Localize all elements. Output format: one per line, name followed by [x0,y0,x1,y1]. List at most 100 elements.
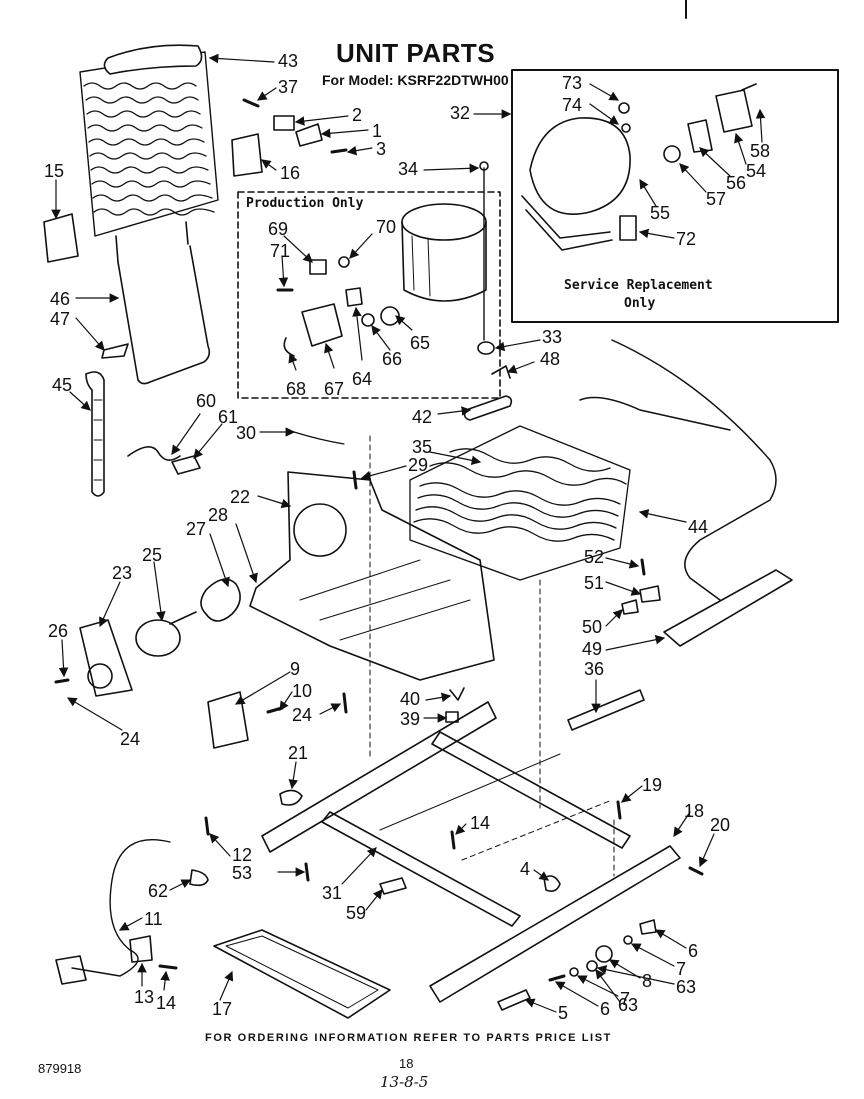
callout-7-top: 7 [676,959,687,979]
part-21 [279,789,303,806]
callout-11: 11 [144,909,163,929]
callout-8: 8 [642,971,653,991]
callout-54: 54 [746,161,767,181]
callout-53: 53 [232,863,253,883]
callout-62: 62 [148,881,169,901]
tube-44-part [611,339,777,601]
service-replacement-label: Service Replacement [564,278,713,293]
part-63 [586,960,598,972]
pin-34-part [479,161,489,171]
callout-66: 66 [382,349,403,369]
clip-68-part [283,337,295,357]
fan-motor-25-part [135,611,197,657]
bracket-23-part [79,619,133,697]
callout-17: 17 [212,999,233,1019]
power-cord-11-part [71,838,171,977]
callout-58: 58 [750,141,771,161]
strip-45-part [85,371,105,497]
callout-15: 15 [44,161,65,181]
screw-29-part [352,470,358,490]
callout-48: 48 [540,349,561,369]
clamp-13-part [129,935,153,963]
callout-49: 49 [582,639,603,659]
callout-52: 52 [584,547,605,567]
callout-7-bottom: 7 [620,989,631,1009]
callout-60: 60 [196,391,217,411]
screw-53-part [304,862,310,882]
drier-42-part [463,395,513,421]
callout-56: 56 [726,173,747,193]
page-title: UNIT PARTS [336,38,496,68]
frame-22-part [249,471,495,681]
callout-55: 55 [650,203,671,223]
callout-13: 13 [134,987,155,1007]
callout-35: 35 [412,437,433,457]
callout-9: 9 [290,659,301,679]
relay-67-part [301,303,343,347]
callout-21: 21 [288,743,309,763]
part-6b [548,974,566,982]
part-51 [639,585,661,603]
tray-17-part [213,929,391,1019]
pad-16-part [231,133,263,177]
base-rails-31-part [261,701,631,927]
part-58 [741,83,757,91]
screw-52-part [640,558,646,576]
drain-pan-49-part [663,569,793,647]
callout-19: 19 [642,775,663,795]
callout-30: 30 [236,423,257,443]
callout-67: 67 [324,379,345,399]
callout-69: 69 [268,219,289,239]
washer-73-part [618,102,630,114]
callout-70: 70 [376,217,397,237]
strap-36-part [567,689,645,731]
callout-29: 29 [408,455,429,475]
callout-44: 44 [688,517,709,537]
handwritten-note: 13-8-5 [380,1073,429,1091]
wire-30-part [293,431,345,445]
service-replacement-box [511,69,839,323]
screw-24-part [342,692,348,714]
screw-19-part [616,800,622,820]
part-1 [295,123,323,147]
shroud-9-part [207,691,249,749]
callout-63-bottom: 63 [618,995,639,1015]
rail-18-part [429,845,681,1003]
ordering-note: FOR ORDERING INFORMATION REFER TO PARTS … [205,1032,612,1044]
callout-37: 37 [278,77,299,97]
callout-10: 10 [292,681,313,701]
clip-47-part [101,343,129,359]
callout-14-rail: 14 [470,813,491,833]
callout-27: 27 [186,519,207,539]
callout-73: 73 [562,73,583,93]
callout-47: 47 [50,309,71,329]
callout-4: 4 [520,859,531,879]
part-2 [273,115,295,131]
callout-50: 50 [582,617,603,637]
compressor-production-part [401,203,487,302]
production-only-box [237,191,501,399]
part-59 [379,877,407,895]
callout-51: 51 [584,573,605,593]
compressor-service-part [521,117,631,251]
callout-23: 23 [112,563,133,583]
screw-14b-part [450,830,456,850]
part-54 [715,89,753,133]
callout-65: 65 [410,333,431,353]
grommet-74-part [621,123,631,133]
clip-48-part [491,365,511,379]
screw-14-part [158,964,178,970]
callout-22: 22 [230,487,251,507]
service-only-label: Only [624,296,656,311]
callout-20: 20 [710,815,731,835]
callout-68: 68 [286,379,307,399]
screw-26-part [54,678,70,684]
document-number: 879918 [38,1061,82,1076]
grommet-33-part [477,341,495,355]
production-only-label: Production Only [246,196,364,211]
evaporator-coil-part [79,44,219,263]
condenser-35-part [409,425,631,581]
callout-63-top: 63 [676,977,697,997]
part-62 [189,869,209,887]
